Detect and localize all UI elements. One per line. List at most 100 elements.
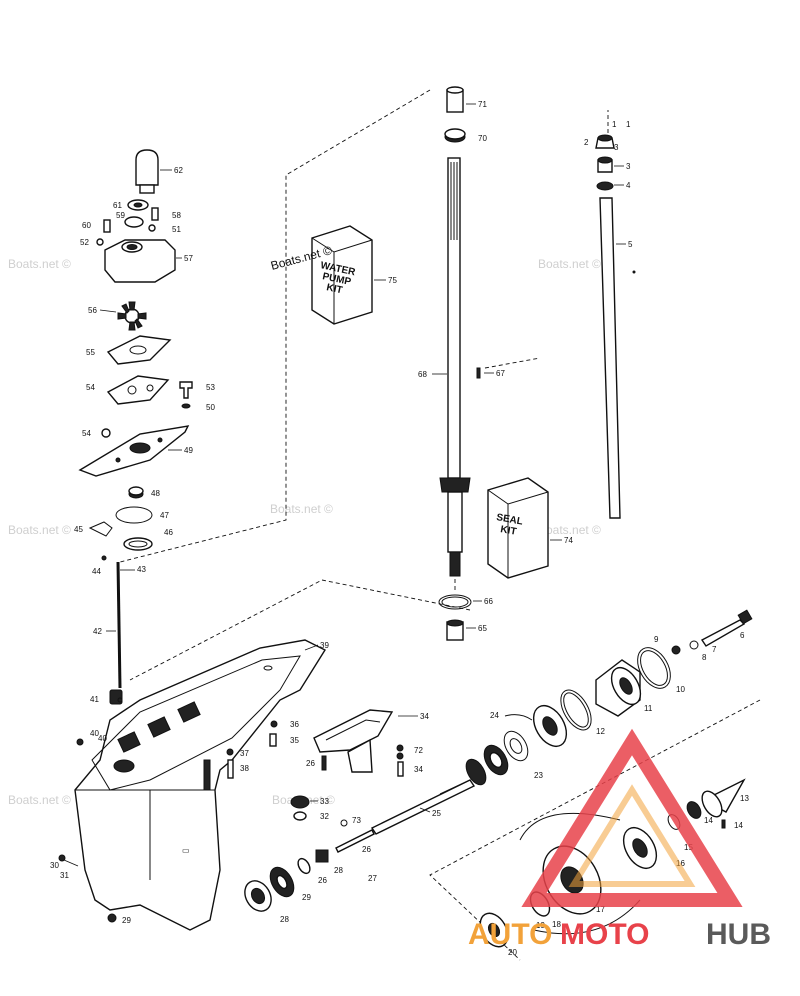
watermark: Boats.net © <box>538 257 601 271</box>
callout-27: 28 <box>334 866 343 875</box>
callout-69: 68 <box>418 370 427 379</box>
box-text: KIT <box>325 282 343 296</box>
callout-3: 3 <box>626 162 631 171</box>
callout-11: 11 <box>644 704 653 713</box>
automotohub-logo: AUTO MOTO HUB <box>468 728 771 951</box>
callout-15: 14 <box>704 816 713 825</box>
bearing-carrier-assembly: 6 7 8 9 10 11 12 24 23 2 <box>244 609 753 924</box>
callout-71: 71 <box>478 100 487 109</box>
callout-8: 8 <box>702 653 707 662</box>
callout-49: 45 <box>74 525 83 534</box>
callout-37: 34 <box>414 765 423 774</box>
callout-7: 7 <box>712 645 717 654</box>
callout-1: 1 <box>626 120 631 129</box>
callout-16: 15 <box>684 843 693 852</box>
callout-52: 48 <box>151 489 160 498</box>
box-text: SEAL <box>495 512 523 527</box>
callout-19: 18 <box>552 920 561 929</box>
callout-29: 29 <box>302 893 311 902</box>
callout-32: 30 <box>50 861 59 870</box>
logo-text-moto: MOTO <box>560 918 649 951</box>
water-pump-kit-box: WATER PUMP KIT Boats.net © 75 <box>269 225 397 325</box>
callout-45: 41 <box>90 695 99 704</box>
callout-74: 74 <box>564 536 573 545</box>
callout-20: 19 <box>536 921 545 930</box>
callout-47: 43 <box>137 565 146 574</box>
watermark: Boats.net © <box>8 257 71 271</box>
logo-text-auto: AUTO <box>468 918 552 951</box>
callout-66: 65 <box>478 624 487 633</box>
callout-6: 6 <box>740 631 745 640</box>
callout-54: 51 <box>172 225 181 234</box>
callout-53: 49 <box>184 446 193 455</box>
box-text: KIT <box>499 524 517 538</box>
callout-54: 52 <box>80 238 89 247</box>
callout-4: 4 <box>626 181 631 190</box>
watermark: Boats.net © <box>270 502 333 516</box>
callout-61: 58 <box>172 211 181 220</box>
callout-54: 50 <box>206 403 215 412</box>
callout-70: 70 <box>478 134 487 143</box>
housing-mark: ▭ <box>182 846 190 855</box>
callout-9: 9 <box>654 635 659 644</box>
logo-text-hub: HUB <box>706 918 771 951</box>
callout-44: 40 <box>90 729 99 738</box>
callout-62: 59 <box>116 211 125 220</box>
callout-41: 38 <box>240 764 249 773</box>
callout-57: 54 <box>86 383 95 392</box>
callout-60: 57 <box>184 254 193 263</box>
callout-30: 28 <box>280 915 289 924</box>
callout-35: 33 <box>320 797 329 806</box>
callout-31: 29 <box>122 916 131 925</box>
callout-21: 20 <box>508 948 517 957</box>
callout-50: 46 <box>164 528 173 537</box>
drive-shaft-assembly: 71 70 68 67 66 65 <box>418 86 505 641</box>
callout-40: 36 <box>290 720 299 729</box>
callout-42: 39 <box>320 641 329 650</box>
watermark: Boats.net © <box>538 523 601 537</box>
callout-68: 67 <box>496 369 505 378</box>
water-pump-stack: 62 61 59 60 58 51 52 57 56 <box>74 149 215 705</box>
callout-51: 47 <box>160 511 169 520</box>
callout-28: 26 <box>318 876 327 885</box>
watermark: Boats.net © <box>8 793 71 807</box>
callout-26: 27 <box>368 874 377 883</box>
callout-23: 24 <box>490 711 499 720</box>
callout-72: 72 <box>414 746 423 755</box>
callout-1: 1 <box>612 120 617 129</box>
callout-55: 53 <box>206 383 215 392</box>
callout-25: 26 <box>362 845 371 854</box>
callout-65: 62 <box>174 166 183 175</box>
callout-26: 26 <box>306 759 315 768</box>
callout-73: 73 <box>352 816 361 825</box>
callout-2: 2 <box>584 138 589 147</box>
callout-33: 31 <box>60 871 69 880</box>
callout-39: 35 <box>290 736 299 745</box>
callout-48: 44 <box>92 567 101 576</box>
callout-46: 42 <box>93 627 102 636</box>
callout-24: 25 <box>432 809 441 818</box>
callout-43: 40 <box>98 734 107 743</box>
callout-14: 14 <box>734 821 743 830</box>
seal-kit-box: SEAL KIT 74 <box>487 477 573 579</box>
callout-56: 54 <box>82 429 91 438</box>
watermark: Boats.net © <box>8 523 71 537</box>
callout-18: 17 <box>596 905 605 914</box>
gear-housing: ▭ 39 40 40 36 35 37 38 29 30 31 <box>50 639 329 931</box>
callout-34: 32 <box>320 812 329 821</box>
shift-shaft-assembly: 1 1 2 3 3 4 5 <box>584 120 636 519</box>
callout-22: 23 <box>534 771 543 780</box>
callout-59: 56 <box>88 306 97 315</box>
callout-10: 10 <box>676 685 685 694</box>
callout-67: 66 <box>484 597 493 606</box>
callout-58: 55 <box>86 348 95 357</box>
callout-3: 3 <box>614 143 619 152</box>
callout-5: 5 <box>628 240 633 249</box>
callout-40: 37 <box>240 749 249 758</box>
callout-38: 34 <box>420 712 429 721</box>
callout-63: 60 <box>82 221 91 230</box>
callout-13: 13 <box>740 794 749 803</box>
callout-75: 75 <box>388 276 397 285</box>
callout-12: 12 <box>596 727 605 736</box>
